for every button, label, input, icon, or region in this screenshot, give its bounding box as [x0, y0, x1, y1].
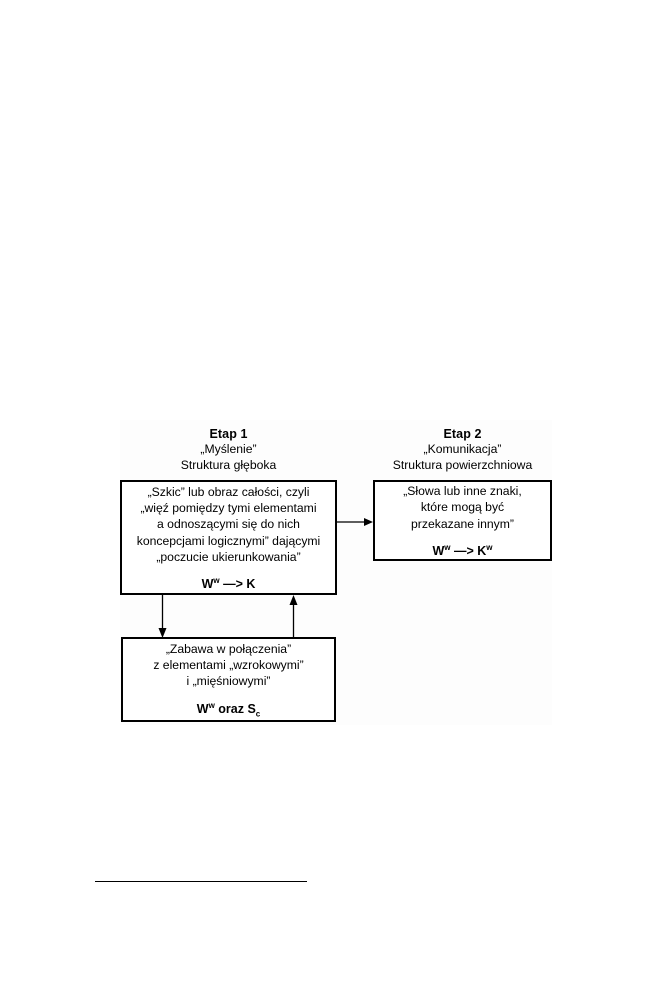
formula-superscript: w — [444, 542, 451, 552]
box-thinking: „Szkic” lub obraz całości, czyli „więź p… — [120, 480, 337, 595]
formula-base: W — [201, 577, 214, 592]
formula-base: W — [196, 701, 209, 716]
formula-superscript: w — [213, 575, 220, 585]
box-communication-line: przekazane innym” — [411, 516, 514, 531]
box-thinking-line: koncepcjami logicznymi” dającymi — [136, 533, 321, 548]
box-play-line: z elementami „wzrokowymi” — [153, 658, 304, 673]
box-thinking-line: a odnoszącymi się do nich — [157, 517, 300, 532]
box-thinking-formula: Ww —> K — [202, 576, 256, 591]
formula-base: S — [247, 701, 256, 716]
arrow-right-icon — [337, 518, 373, 526]
stage-1-title: Etap 1 — [209, 427, 248, 441]
column-header-stage-2: Etap 2 „Komunikacja” Struktura powierzch… — [373, 426, 552, 473]
formula-superscript: w — [208, 700, 215, 710]
box-communication-text: „Słowa lub inne znaki, które mogą być pr… — [397, 483, 528, 532]
box-thinking-line: „poczucie ukierunkowania” — [156, 549, 301, 564]
stage-1-subtitle-structure: Struktura głęboka — [180, 457, 277, 472]
formula-base: W — [432, 543, 445, 558]
box-thinking-line: „więź pomiędzy tymi elementami — [140, 501, 317, 516]
box-play-text: „Zabawa w połączenia” z elementami „wzro… — [147, 641, 309, 690]
stage-1-subtitle-quoted: „Myślenie” — [200, 442, 257, 456]
arrow-up-icon — [289, 595, 298, 638]
box-play-line: „Zabawa w połączenia” — [165, 641, 292, 656]
box-play-line: i „mięśniowymi” — [186, 674, 271, 689]
box-communication-formula: Ww —> Kw — [432, 543, 492, 558]
formula-base: K — [477, 543, 487, 558]
box-play: „Zabawa w połączenia” z elementami „wzro… — [121, 637, 336, 722]
box-thinking-line: „Szkic” lub obraz całości, czyli — [147, 484, 310, 499]
box-communication-line: „Słowa lub inne znaki, — [403, 484, 522, 499]
box-communication: „Słowa lub inne znaki, które mogą być pr… — [373, 480, 552, 561]
stage-2-subtitle-structure: Struktura powierzchniowa — [392, 457, 533, 472]
formula-operator: —> — [450, 543, 478, 558]
formula-operator: —> — [219, 577, 247, 592]
box-thinking-text: „Szkic” lub obraz całości, czyli „więź p… — [131, 484, 327, 565]
formula-base: K — [246, 577, 256, 592]
arrow-down-icon — [158, 595, 167, 638]
column-header-stage-1: Etap 1 „Myślenie” Struktura głęboka — [120, 426, 337, 473]
stage-2-title: Etap 2 — [443, 427, 482, 441]
stage-2-subtitle-quoted: „Komunikacja” — [423, 442, 502, 456]
footnote-separator-rule — [95, 881, 307, 882]
formula-subscript: c — [255, 709, 261, 719]
formula-operator: oraz — [214, 701, 248, 716]
formula-superscript: w — [486, 542, 493, 552]
box-communication-line: które mogą być — [420, 500, 505, 515]
box-play-formula: Ww oraz Sc — [197, 701, 261, 719]
